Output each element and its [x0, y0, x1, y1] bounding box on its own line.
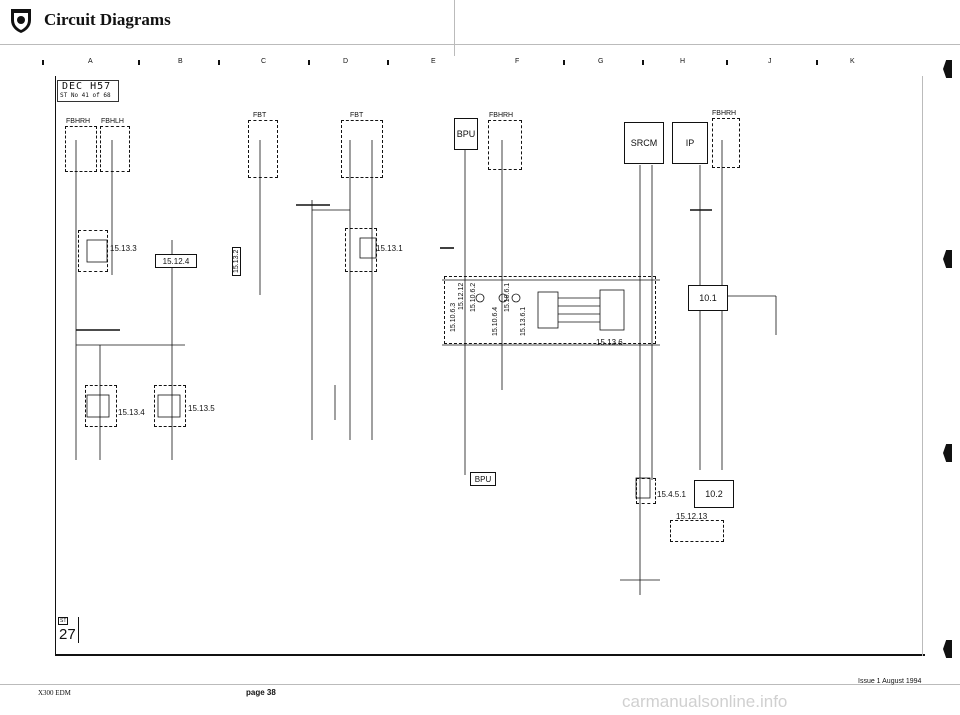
- ref-15-13-6: 15.13.6: [596, 338, 623, 347]
- grid-column-label: C: [261, 58, 267, 65]
- ref-15-10-6-4: 15.10.6.4: [492, 306, 499, 336]
- relay-enclosure-15-13-1: [345, 228, 377, 272]
- lamp-enclosure-15-13-4: [85, 385, 117, 427]
- grid-tick: [308, 60, 310, 65]
- footer-manual-name: X300 EDM: [38, 689, 71, 697]
- ref-15-10-6-3: 15.10.6.3: [450, 302, 457, 332]
- relay-enclosure-15-13-3: [78, 230, 108, 272]
- grid-tick: [42, 60, 44, 65]
- header-divider: [454, 0, 455, 56]
- page-tab: [943, 250, 952, 268]
- header-rule: [0, 44, 960, 45]
- fbhrh-label: FBHRH: [66, 118, 91, 125]
- grid-column-label: J: [768, 58, 772, 65]
- bpu-block-bottom: BPU: [470, 472, 496, 486]
- ref-15-10-6-1: 15.10.6.1: [504, 282, 511, 312]
- grid-tick: [387, 60, 389, 65]
- ref-15-13-2: 15.13.2: [232, 246, 241, 276]
- ref-15-12-4-box: 15.12.4: [155, 254, 197, 268]
- drawing-reference-box: DEC H57 ST No 41 of 68: [57, 80, 119, 102]
- grid-tick: [218, 60, 220, 65]
- ref-15-12-13: 15.12.13: [676, 512, 708, 521]
- module-enclosure-15-13-6: [444, 276, 656, 344]
- page-tab: [943, 444, 952, 462]
- ref-15-12-12: 15.12.12: [458, 282, 465, 310]
- watermark: carmanualsonline.info: [622, 692, 788, 711]
- ref-15-4-5-1: 15.4.5.1: [657, 490, 686, 499]
- footer-issue: Issue 1 August 1994: [858, 678, 922, 685]
- grid-tick: [138, 60, 140, 65]
- frame-bottom: [55, 654, 925, 656]
- sheet-number-box: ST 27: [56, 617, 79, 643]
- fbhlh-enclosure: [100, 126, 130, 172]
- lamp-enclosure-15-13-5: [154, 385, 186, 427]
- fbt-enclosure-2: [341, 120, 383, 178]
- ref-15-13-1: 15.13.1: [376, 244, 403, 253]
- fbhrh-enclosure-2: [488, 120, 522, 170]
- switch-enclosure-15-4-5-1: [636, 478, 656, 504]
- ref-15-13-4: 15.13.4: [118, 408, 145, 417]
- fbhlh-label: FBHLH: [101, 118, 124, 125]
- fbhrh-label-3: FBHRH: [712, 110, 737, 117]
- grid-column-bar: A B C D E F G H J K: [40, 58, 945, 74]
- fbt-enclosure: [248, 120, 278, 178]
- connector-enclosure-15-12-13: [670, 520, 724, 542]
- fbhrh-enclosure: [65, 126, 97, 172]
- footer-page-number: page 38: [246, 688, 276, 697]
- grid-tick: [816, 60, 818, 65]
- srcm-block: SRCM: [624, 122, 664, 164]
- grid-tick: [642, 60, 644, 65]
- grid-tick: [726, 60, 728, 65]
- frame-left: [55, 76, 56, 656]
- grid-tick: [563, 60, 565, 65]
- footer-rule: [0, 684, 960, 685]
- bpu-block: BPU: [454, 118, 478, 150]
- ref-15-13-5: 15.13.5: [188, 404, 215, 413]
- fbhrh-enclosure-3: [712, 118, 740, 168]
- grid-column-label: E: [431, 58, 436, 65]
- page-title: Circuit Diagrams: [44, 10, 171, 29]
- grid-column-label: G: [598, 58, 604, 65]
- page-tab: [943, 60, 952, 78]
- fbt-label-2: FBT: [350, 112, 364, 119]
- ref-15-13-3: 15.13.3: [110, 244, 137, 253]
- page-header: Circuit Diagrams: [0, 0, 960, 46]
- grid-column-label: A: [88, 58, 93, 65]
- sheet-count: ST No 41 of 68: [60, 92, 111, 99]
- ref-10-2-block: 10.2: [694, 480, 734, 508]
- grid-column-label: B: [178, 58, 183, 65]
- ref-10-1-block: 10.1: [688, 285, 728, 311]
- ref-15-10-6-2: 15.10.6.2: [470, 282, 477, 312]
- grid-column-label: F: [515, 58, 520, 65]
- page-tab: [943, 640, 952, 658]
- jaguar-crest-icon: [11, 9, 31, 33]
- drawing-reference: DEC H57: [62, 81, 112, 92]
- ref-15-13-6-1: 15.13.6.1: [520, 306, 527, 336]
- sheet-prefix: ST: [58, 617, 69, 625]
- fbhrh-label-2: FBHRH: [489, 112, 514, 119]
- grid-column-label: D: [343, 58, 349, 65]
- ip-block: IP: [672, 122, 708, 164]
- fbt-label: FBT: [253, 112, 267, 119]
- grid-column-label: K: [850, 58, 855, 65]
- grid-column-label: H: [680, 58, 686, 65]
- frame-right: [922, 76, 923, 656]
- sheet-number: 27: [59, 626, 76, 643]
